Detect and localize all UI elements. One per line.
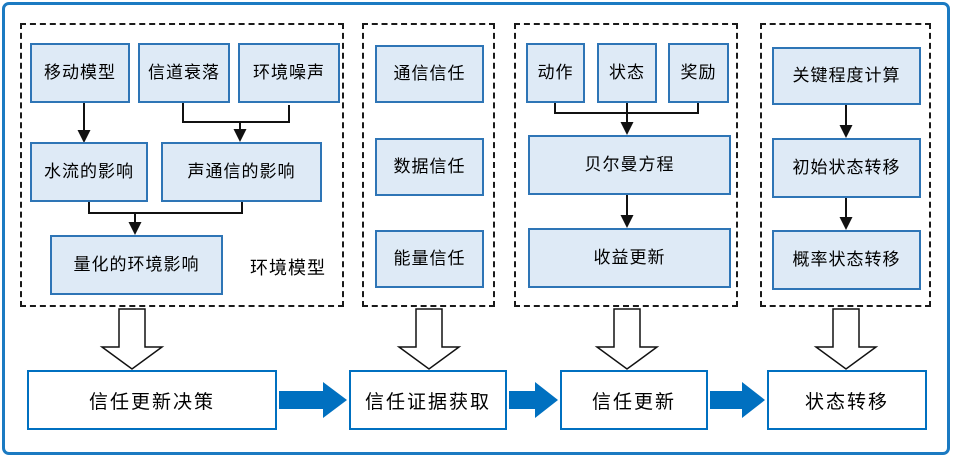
box-criticality-calc: 关键程度计算	[772, 47, 921, 105]
flow-step-state-transition: 状态转移	[767, 370, 927, 430]
box-acoustic-comm-effect: 声通信的影响	[161, 142, 322, 202]
panel-trust-evidence	[362, 23, 495, 307]
panel-state-transition	[760, 23, 931, 307]
box-prob-state-transition: 概率状态转移	[772, 230, 921, 290]
box-energy-trust: 能量信任	[375, 230, 484, 288]
env-panel-label: 环境模型	[250, 258, 326, 278]
flow-step-trust-update: 信任更新	[560, 370, 708, 430]
box-mobile-model: 移动模型	[30, 43, 130, 103]
box-state: 状态	[597, 43, 657, 103]
panel-reinforcement-learning	[514, 23, 738, 307]
box-comm-trust: 通信信任	[375, 45, 484, 103]
flow-step-trust-evidence-acquisition: 信任证据获取	[349, 370, 507, 430]
box-channel-fading: 信道衰落	[138, 43, 230, 103]
box-ambient-noise: 环境噪声	[238, 43, 340, 103]
panel-environment-model	[20, 23, 344, 307]
box-initial-state-transition: 初始状态转移	[772, 138, 921, 198]
box-data-trust: 数据信任	[375, 138, 484, 196]
box-water-flow-effect: 水流的影响	[30, 142, 148, 202]
box-quantified-env-effect: 量化的环境影响	[50, 235, 223, 295]
box-action: 动作	[526, 43, 585, 103]
box-payoff-update: 收益更新	[528, 228, 731, 288]
box-reward: 奖励	[668, 43, 729, 103]
box-bellman-equation: 贝尔曼方程	[528, 135, 731, 195]
flow-step-trust-update-decision: 信任更新决策	[27, 370, 277, 430]
